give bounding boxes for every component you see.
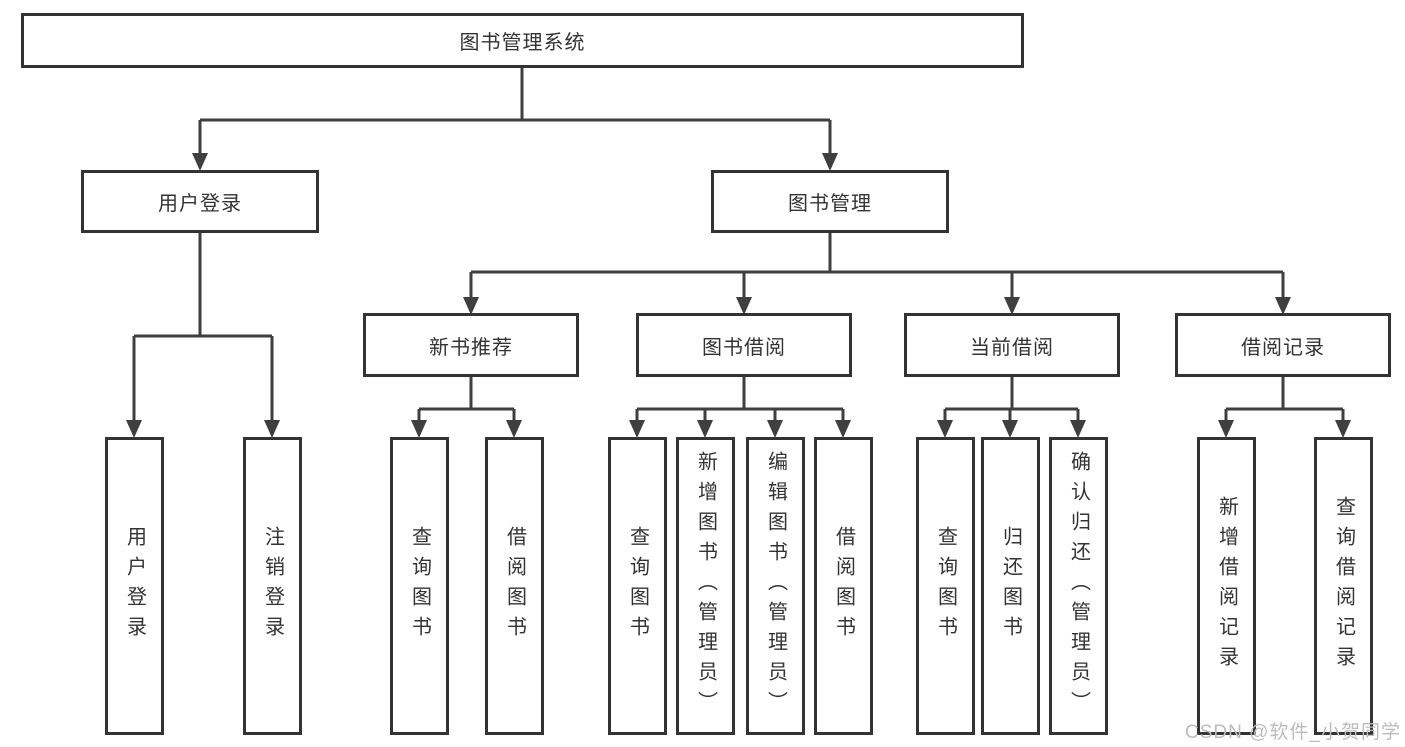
leaf-user-login: 用户登录 <box>105 437 164 735</box>
node-book-borrow: 图书借阅 <box>636 313 852 377</box>
leaf-label: 新增图书（管理员） <box>694 451 717 721</box>
leaf-label: 查询图书 <box>626 526 649 646</box>
leaf-query-book-recommend: 查询图书 <box>390 437 449 735</box>
leaf-query-borrow-record: 查询借阅记录 <box>1314 437 1373 735</box>
node-book-management: 图书管理 <box>711 170 949 233</box>
node-library-management-system: 图书管理系统 <box>21 13 1024 68</box>
leaf-label: 用户登录 <box>123 526 146 646</box>
leaf-query-current-borrow: 查询图书 <box>916 437 975 735</box>
node-label: 新书推荐 <box>429 336 513 359</box>
leaf-add-book-admin: 新增图书（管理员） <box>676 437 735 735</box>
leaf-label: 归还图书 <box>999 526 1022 646</box>
leaf-borrow-book: 借阅图书 <box>814 437 873 735</box>
node-label: 图书管理系统 <box>459 32 586 54</box>
leaf-label: 编辑图书（管理员） <box>764 451 787 721</box>
leaf-label: 查询图书 <box>934 526 957 646</box>
leaf-confirm-return-admin: 确认归还（管理员） <box>1049 437 1108 735</box>
node-new-book-recommend: 新书推荐 <box>363 313 579 377</box>
leaf-label: 新增借阅记录 <box>1215 496 1238 676</box>
leaf-logout: 注销登录 <box>243 437 302 735</box>
node-label: 用户登录 <box>158 193 242 215</box>
node-label: 借阅记录 <box>1241 336 1325 359</box>
leaf-borrow-book-recommend: 借阅图书 <box>485 437 544 735</box>
leaf-return-book: 归还图书 <box>981 437 1040 735</box>
leaf-label: 借阅图书 <box>503 526 526 646</box>
leaf-label: 确认归还（管理员） <box>1067 451 1090 721</box>
node-user-login: 用户登录 <box>81 170 319 233</box>
node-label: 图书借阅 <box>702 336 786 359</box>
leaf-label: 注销登录 <box>261 526 284 646</box>
node-label: 图书管理 <box>788 193 872 215</box>
node-label: 当前借阅 <box>970 336 1054 359</box>
leaf-query-book-borrow: 查询图书 <box>608 437 667 735</box>
leaf-edit-book-admin: 编辑图书（管理员） <box>746 437 805 735</box>
connector-segments <box>132 68 1345 420</box>
leaf-label: 借阅图书 <box>832 526 855 646</box>
arrowheads <box>126 153 1351 438</box>
csdn-watermark: CSDN @软件_小贺同学 <box>1185 722 1401 743</box>
leaf-add-borrow-record: 新增借阅记录 <box>1197 437 1256 735</box>
node-borrow-records: 借阅记录 <box>1175 313 1391 377</box>
leaf-label: 查询借阅记录 <box>1332 496 1355 676</box>
node-current-borrow: 当前借阅 <box>904 313 1120 377</box>
leaf-label: 查询图书 <box>408 526 431 646</box>
